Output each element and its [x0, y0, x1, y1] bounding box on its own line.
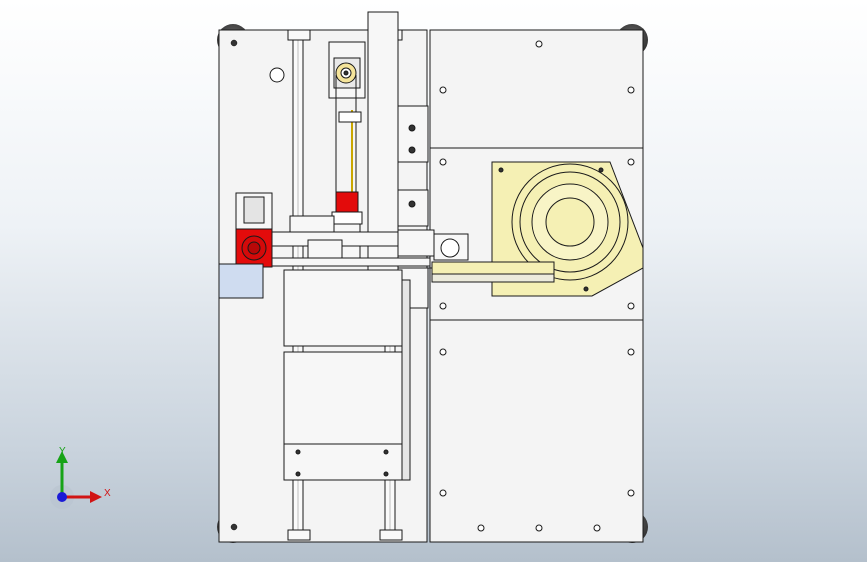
- right-lower-plate: [429, 319, 644, 543]
- vertical-column: [367, 11, 399, 271]
- x-axis-label: X: [104, 488, 111, 499]
- rotary-table: [491, 161, 644, 297]
- y-axis-label: Y: [59, 446, 66, 457]
- plate-bolts: [439, 40, 635, 532]
- horizontal-carriage: [271, 215, 469, 267]
- left-plate-bolts: [230, 39, 285, 531]
- left-motor: [235, 192, 273, 268]
- side-brackets: [397, 105, 429, 309]
- pulley-assembly: [328, 41, 366, 200]
- z-axis-dot: [57, 492, 67, 502]
- right-upper-plate: [429, 29, 644, 149]
- blue-block: [218, 263, 264, 299]
- lower-housings: [283, 269, 411, 481]
- axis-triad: Y X: [50, 446, 111, 509]
- conveyor-bar: [400, 261, 555, 283]
